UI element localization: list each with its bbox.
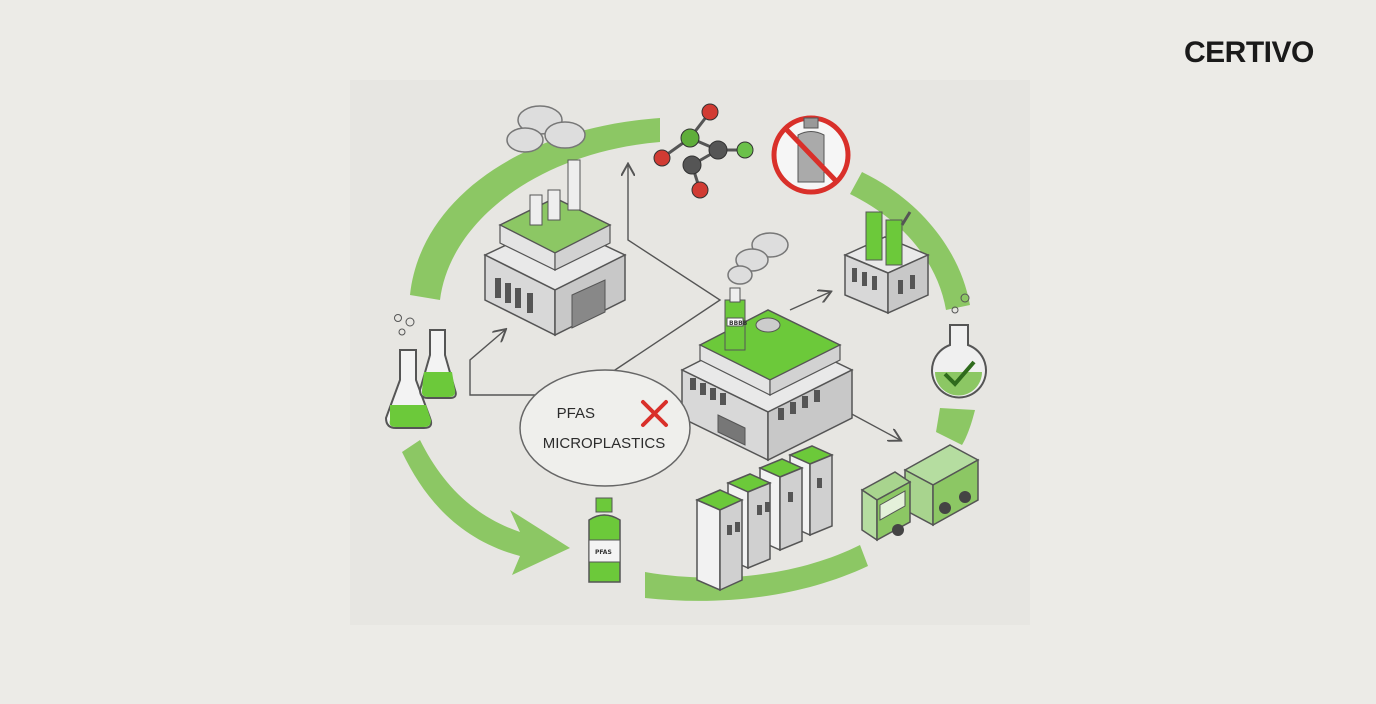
bubble-label-microplastics: MICROPLASTICS — [543, 435, 666, 452]
bubble-label-pfas: PFAS — [557, 405, 595, 422]
flasks-icon — [384, 314, 457, 429]
small-factory-icon — [843, 211, 930, 315]
arc-top-left — [410, 118, 660, 300]
truck-icon — [860, 444, 980, 542]
bottle-icon: PFAS — [588, 497, 621, 583]
brand-logo: CERTIVO — [1184, 36, 1314, 69]
pfas-microplastics-bubble: PFAS MICROPLASTICS — [519, 369, 691, 487]
storage-blocks-icon — [695, 445, 834, 592]
arc-bottom — [645, 545, 868, 601]
arc-right — [936, 408, 975, 445]
circular-arrows — [402, 118, 975, 601]
test-flask-check-icon — [931, 293, 987, 399]
bottle-label: PFAS — [595, 549, 612, 556]
warehouse-icon: BBBB — [680, 232, 854, 462]
arc-top-right — [850, 172, 970, 310]
arc-bottom-left — [402, 440, 570, 575]
molecule-icon — [653, 103, 754, 199]
factory-icon — [483, 105, 627, 337]
no-plastic-bottle-icon — [771, 115, 851, 195]
stack-label: BBBB — [729, 320, 748, 327]
cross-icon — [641, 400, 668, 427]
